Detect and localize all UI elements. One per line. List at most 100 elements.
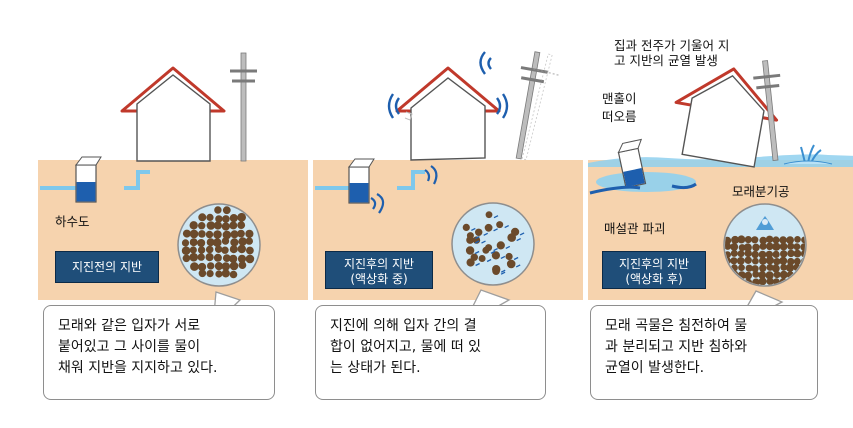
soil-particle [801, 236, 805, 244]
soil-particle [793, 249, 802, 258]
description-line: 는 상태가 된다. [330, 360, 421, 376]
soil-particle [491, 251, 500, 260]
tag-line: 고 지반의 균열 발생 [614, 53, 718, 68]
soil-particle [221, 237, 230, 245]
soil-particle [759, 242, 767, 250]
water-flow-mark [483, 232, 488, 236]
soil-particle [465, 246, 475, 255]
soil-particle [237, 254, 247, 263]
soil-particle [744, 236, 752, 244]
soil-particle [181, 239, 190, 247]
description-box-before: 모래와 같은 입자가 서로 붙어있고 그 사이를 물이 채워 지반을 지지하고 … [43, 305, 275, 400]
soil-particle [779, 236, 787, 244]
soil-particle [773, 258, 781, 266]
soil-particle [189, 229, 199, 239]
water-flow-mark [500, 255, 506, 259]
ground-state-label-line: (액상화 중) [350, 272, 408, 286]
soil-particle [214, 245, 223, 253]
soil-particle [744, 249, 752, 258]
description-box-after: 모래 곡물은 침전하여 물 과 분리되고 지반 침하와 균열이 발생한다. [590, 305, 818, 400]
soil-particle [752, 270, 760, 278]
soil-particle [475, 228, 483, 236]
soil-particle [751, 250, 759, 259]
soil-particle [484, 223, 493, 232]
house [120, 66, 226, 162]
soil-particle [182, 254, 191, 263]
soil-particle [222, 230, 232, 240]
soil-particle [752, 243, 760, 252]
soil-particle [206, 221, 216, 230]
soil-particle [725, 242, 732, 250]
tag-line: 떠오름 [602, 109, 637, 124]
soil-particle [221, 262, 230, 271]
soil-particle [773, 271, 781, 279]
soil-particle [730, 249, 738, 257]
soil-particle [215, 270, 223, 278]
soil-particle [206, 238, 215, 247]
soil-particle [221, 222, 230, 231]
sewer-label: 하수도 [55, 214, 90, 229]
soil-particle [478, 255, 486, 262]
panel-during-liquefaction: 지진후의 지반 (액상화 중) 지진에 의해 입자 간의 결 합이 없어지고, … [313, 0, 583, 428]
water-flow-mark [490, 250, 496, 254]
soil-particle [229, 254, 238, 263]
soil-particle [198, 262, 207, 272]
soil-particle [215, 215, 223, 223]
broken-pipe [589, 182, 697, 195]
soil-particle [759, 264, 767, 272]
ground-state-label-before: 지진전의 지반 [55, 251, 159, 283]
shaking-utility-pole [479, 51, 560, 161]
soil-particle [787, 242, 795, 250]
soil-particle [765, 250, 773, 259]
soil-particle [189, 221, 198, 230]
soil-particle [213, 230, 222, 239]
pipe-damage-label: 매설관 파괴 [604, 221, 666, 236]
soil-particle [246, 246, 254, 255]
soil-particle [190, 262, 199, 271]
tilt-crack-label: 집과 전주가 기울어 지 고 지반의 균열 발생 [614, 38, 729, 68]
soil-particle [505, 252, 513, 261]
soil-particle [198, 213, 207, 222]
water-flow-mark [515, 264, 521, 268]
panel-before-earthquake: 하수도 지진전의 지반 모래와 같은 입자가 서로 붙어있고 그 사이를 물이 … [38, 0, 308, 428]
water-flow-mark [493, 215, 499, 219]
description-line: 지진에 의해 입자 간의 결 [330, 318, 477, 334]
after-scene-illustration [588, 60, 853, 328]
soil-particle [181, 246, 191, 255]
soil-particle [758, 277, 767, 285]
soil-particle [506, 259, 516, 269]
soil-particle [229, 214, 238, 223]
soil-particle [222, 206, 231, 215]
soil-particle [197, 246, 206, 254]
soil-particle [492, 265, 501, 274]
utility-pole [230, 52, 257, 162]
soil-particle [779, 256, 788, 265]
ground-state-label-line: (액상화 후) [625, 272, 683, 286]
soil-particle [731, 235, 740, 244]
soil-particle [496, 241, 505, 250]
soil-particle [780, 250, 788, 258]
soil-particle [766, 263, 774, 271]
water-flow-mark [486, 258, 492, 263]
water-flow-mark [500, 271, 506, 275]
soil-particle [780, 263, 788, 271]
soil-particle [237, 212, 247, 222]
water-flow-mark [475, 236, 480, 240]
panel-after-liquefaction: 집과 전주가 기울어 지 고 지반의 균열 발생 맨홀이 떠오름 모래분기공 매… [588, 0, 853, 428]
soil-particle [765, 271, 774, 280]
soil-particle [229, 221, 238, 230]
soil-particle [793, 257, 801, 265]
description-line: 균열이 발생한다. [605, 360, 705, 376]
soil-particle [785, 263, 795, 272]
soil-particle [779, 270, 788, 279]
shaking-house [387, 66, 509, 161]
soil-particle [758, 271, 767, 279]
soil-particle [238, 237, 247, 246]
soil-particle [771, 264, 780, 273]
before-soil-particles-magnified [177, 203, 261, 328]
soil-particle [787, 257, 795, 266]
description-line: 채워 지반을 지지하고 있다. [58, 360, 218, 376]
soil-particle [779, 242, 788, 251]
soil-particle [752, 257, 759, 265]
soil-particle [213, 253, 222, 262]
